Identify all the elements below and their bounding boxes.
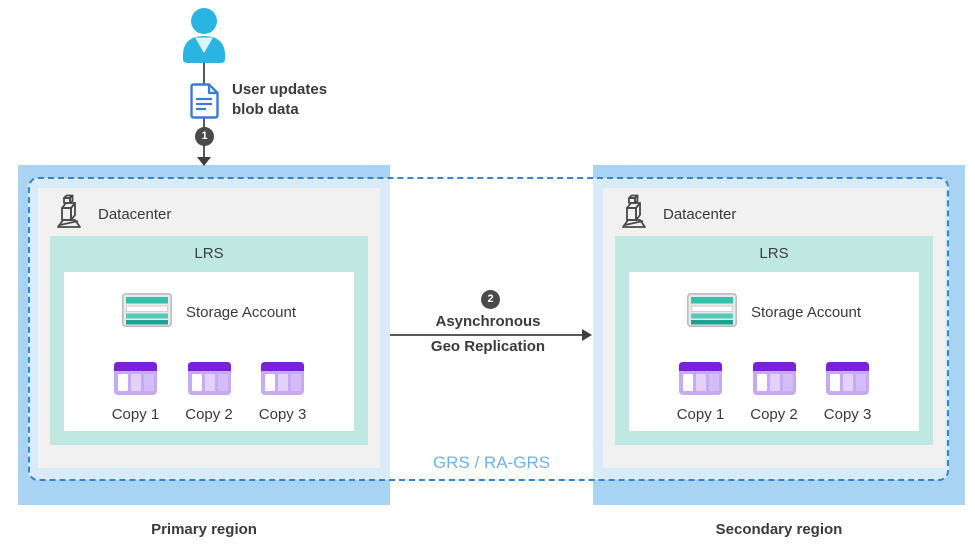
table-copy-icon: [825, 361, 870, 401]
user-updates-label: User updates blob data: [232, 80, 327, 120]
table-copy-icon: [678, 361, 723, 401]
lrs-label: LRS: [759, 245, 789, 262]
secondary-lrs-box: LRS Storage Account: [615, 236, 933, 445]
copy-item: Copy 1: [676, 361, 725, 423]
grs-ra-grs-label: GRS / RA-GRS: [432, 453, 551, 472]
datacenter-label: Datacenter: [98, 205, 172, 223]
storage-account-label: Storage Account: [750, 304, 862, 321]
secondary-copies-row: Copy 1 Copy 2: [629, 361, 919, 423]
primary-datacenter-box: Datacenter LRS Storage Account: [38, 188, 380, 468]
secondary-datacenter-header: Datacenter: [603, 188, 945, 232]
table-copy-icon: [113, 361, 158, 401]
table-copy-icon: [260, 361, 305, 401]
step-2-badge: 2: [481, 290, 500, 309]
replication-label-line2: Geo Replication: [430, 338, 546, 355]
blob-document-icon: [188, 82, 221, 125]
lrs-label: LRS: [194, 245, 224, 262]
replication-label-line1: Asynchronous: [435, 313, 541, 330]
datacenter-label: Datacenter: [663, 205, 737, 223]
primary-lrs-content: Storage Account Co: [64, 272, 354, 431]
copy-label: Copy 2: [750, 406, 798, 423]
secondary-lrs-content: Storage Account Co: [629, 272, 919, 431]
secondary-storage-account: Storage Account: [629, 293, 919, 332]
down-arrowhead-icon: [197, 157, 211, 166]
right-arrowhead-icon: [582, 329, 592, 341]
datacenter-icon: [51, 194, 87, 235]
copy-label: Copy 2: [185, 406, 233, 423]
step-1-badge: 1: [195, 127, 214, 146]
copy-label: Copy 1: [676, 406, 725, 423]
primary-copies-row: Copy 1 Copy 2: [64, 361, 354, 423]
user-updates-label-line1: User updates: [232, 81, 328, 98]
primary-storage-account: Storage Account: [64, 293, 354, 332]
copy-item: Copy 3: [258, 361, 307, 423]
storage-account-icon: [686, 293, 737, 332]
storage-account-icon: [121, 293, 172, 332]
table-copy-icon: [752, 361, 797, 401]
copy-item: Copy 2: [185, 361, 233, 423]
copy-item: Copy 3: [823, 361, 872, 423]
copy-item: Copy 1: [111, 361, 160, 423]
copy-label: Copy 3: [823, 406, 872, 423]
geo-replication-connector: [390, 334, 583, 336]
copy-label: Copy 1: [111, 406, 160, 423]
primary-datacenter-header: Datacenter: [38, 188, 380, 232]
datacenter-icon: [616, 194, 652, 235]
primary-region-caption: Primary region: [151, 521, 257, 538]
table-copy-icon: [187, 361, 232, 401]
storage-account-label: Storage Account: [185, 304, 297, 321]
secondary-datacenter-box: Datacenter LRS Storage Account: [603, 188, 945, 468]
secondary-region-caption: Secondary region: [715, 521, 843, 538]
user-updates-label-line2: blob data: [232, 101, 299, 118]
copy-label: Copy 3: [258, 406, 307, 423]
copy-item: Copy 2: [750, 361, 798, 423]
primary-lrs-box: LRS Storage Account: [50, 236, 368, 445]
user-person-icon: [180, 8, 228, 68]
